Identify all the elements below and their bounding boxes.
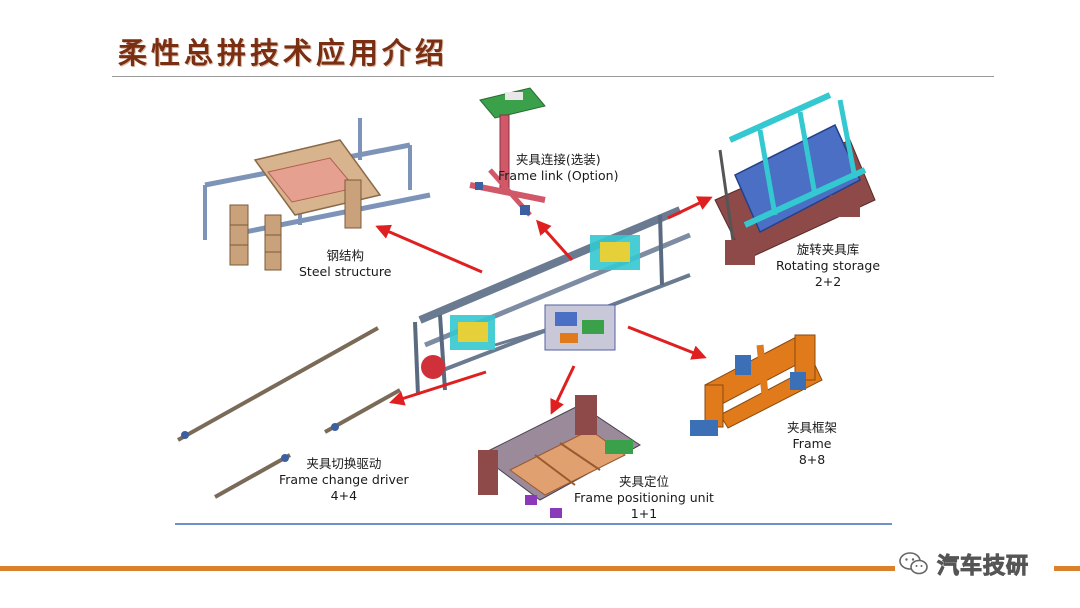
watermark-text: 汽车技研: [936, 554, 1030, 580]
label-frame-positioning-unit: 夹具定位 Frame positioning unit 1+1: [574, 474, 714, 522]
central-framing-line-illustration: [413, 206, 691, 396]
connection-arrows: [375, 196, 713, 415]
arrow-to-driver: [389, 370, 487, 406]
title-divider: [112, 76, 994, 77]
arrow-to-positioning: [550, 365, 576, 415]
label-positioning-en: Frame positioning unit: [574, 490, 714, 505]
label-rotating-storage: 旋转夹具库 Rotating storage 2+2: [776, 242, 880, 290]
label-storage-cn: 旋转夹具库: [796, 242, 860, 257]
label-driver-cn: 夹具切换驱动: [306, 456, 382, 471]
label-frame-cn: 夹具框架: [787, 420, 838, 435]
label-driver-qty: 4+4: [330, 488, 358, 503]
label-frame-change-driver: 夹具切换驱动 Frame change driver 4+4: [279, 456, 409, 504]
label-steel-cn: 钢结构: [326, 248, 364, 263]
arrow-to-frame-link: [535, 219, 574, 262]
label-frame: 夹具框架 Frame 8+8: [787, 420, 837, 468]
frame-change-driver-illustration: [177, 326, 401, 499]
arrow-to-storage: [667, 196, 713, 220]
frame-link-illustration: [469, 87, 546, 217]
label-steel-en: Steel structure: [299, 264, 392, 279]
label-frame-link: 夹具连接(选装) Frame link (Option): [498, 152, 618, 184]
wechat-icon: [899, 552, 928, 575]
footer-accent-bar: [0, 566, 1080, 571]
label-storage-en: Rotating storage: [776, 258, 881, 273]
frame-illustration: [690, 334, 823, 436]
label-storage-qty: 2+2: [814, 274, 842, 289]
label-positioning-qty: 1+1: [630, 506, 658, 521]
label-frame-qty: 8+8: [798, 452, 826, 467]
rotating-storage-illustration: [714, 92, 876, 265]
label-frame-link-en: Frame link (Option): [498, 168, 619, 183]
steel-structure-illustration: [203, 118, 431, 271]
label-positioning-cn: 夹具定位: [618, 474, 669, 489]
label-steel-structure: 钢结构 Steel structure: [299, 248, 391, 280]
label-frame-link-cn: 夹具连接(选装): [515, 152, 601, 167]
arrow-to-steel: [375, 224, 483, 274]
watermark: 汽车技研: [895, 548, 1054, 580]
slide-title: 柔性总拼技术应用介绍: [118, 36, 449, 70]
label-driver-en: Frame change driver: [279, 472, 409, 487]
label-frame-en: Frame: [792, 436, 832, 451]
frame-positioning-unit-illustration: [478, 395, 641, 518]
arrow-to-frame: [627, 325, 707, 360]
